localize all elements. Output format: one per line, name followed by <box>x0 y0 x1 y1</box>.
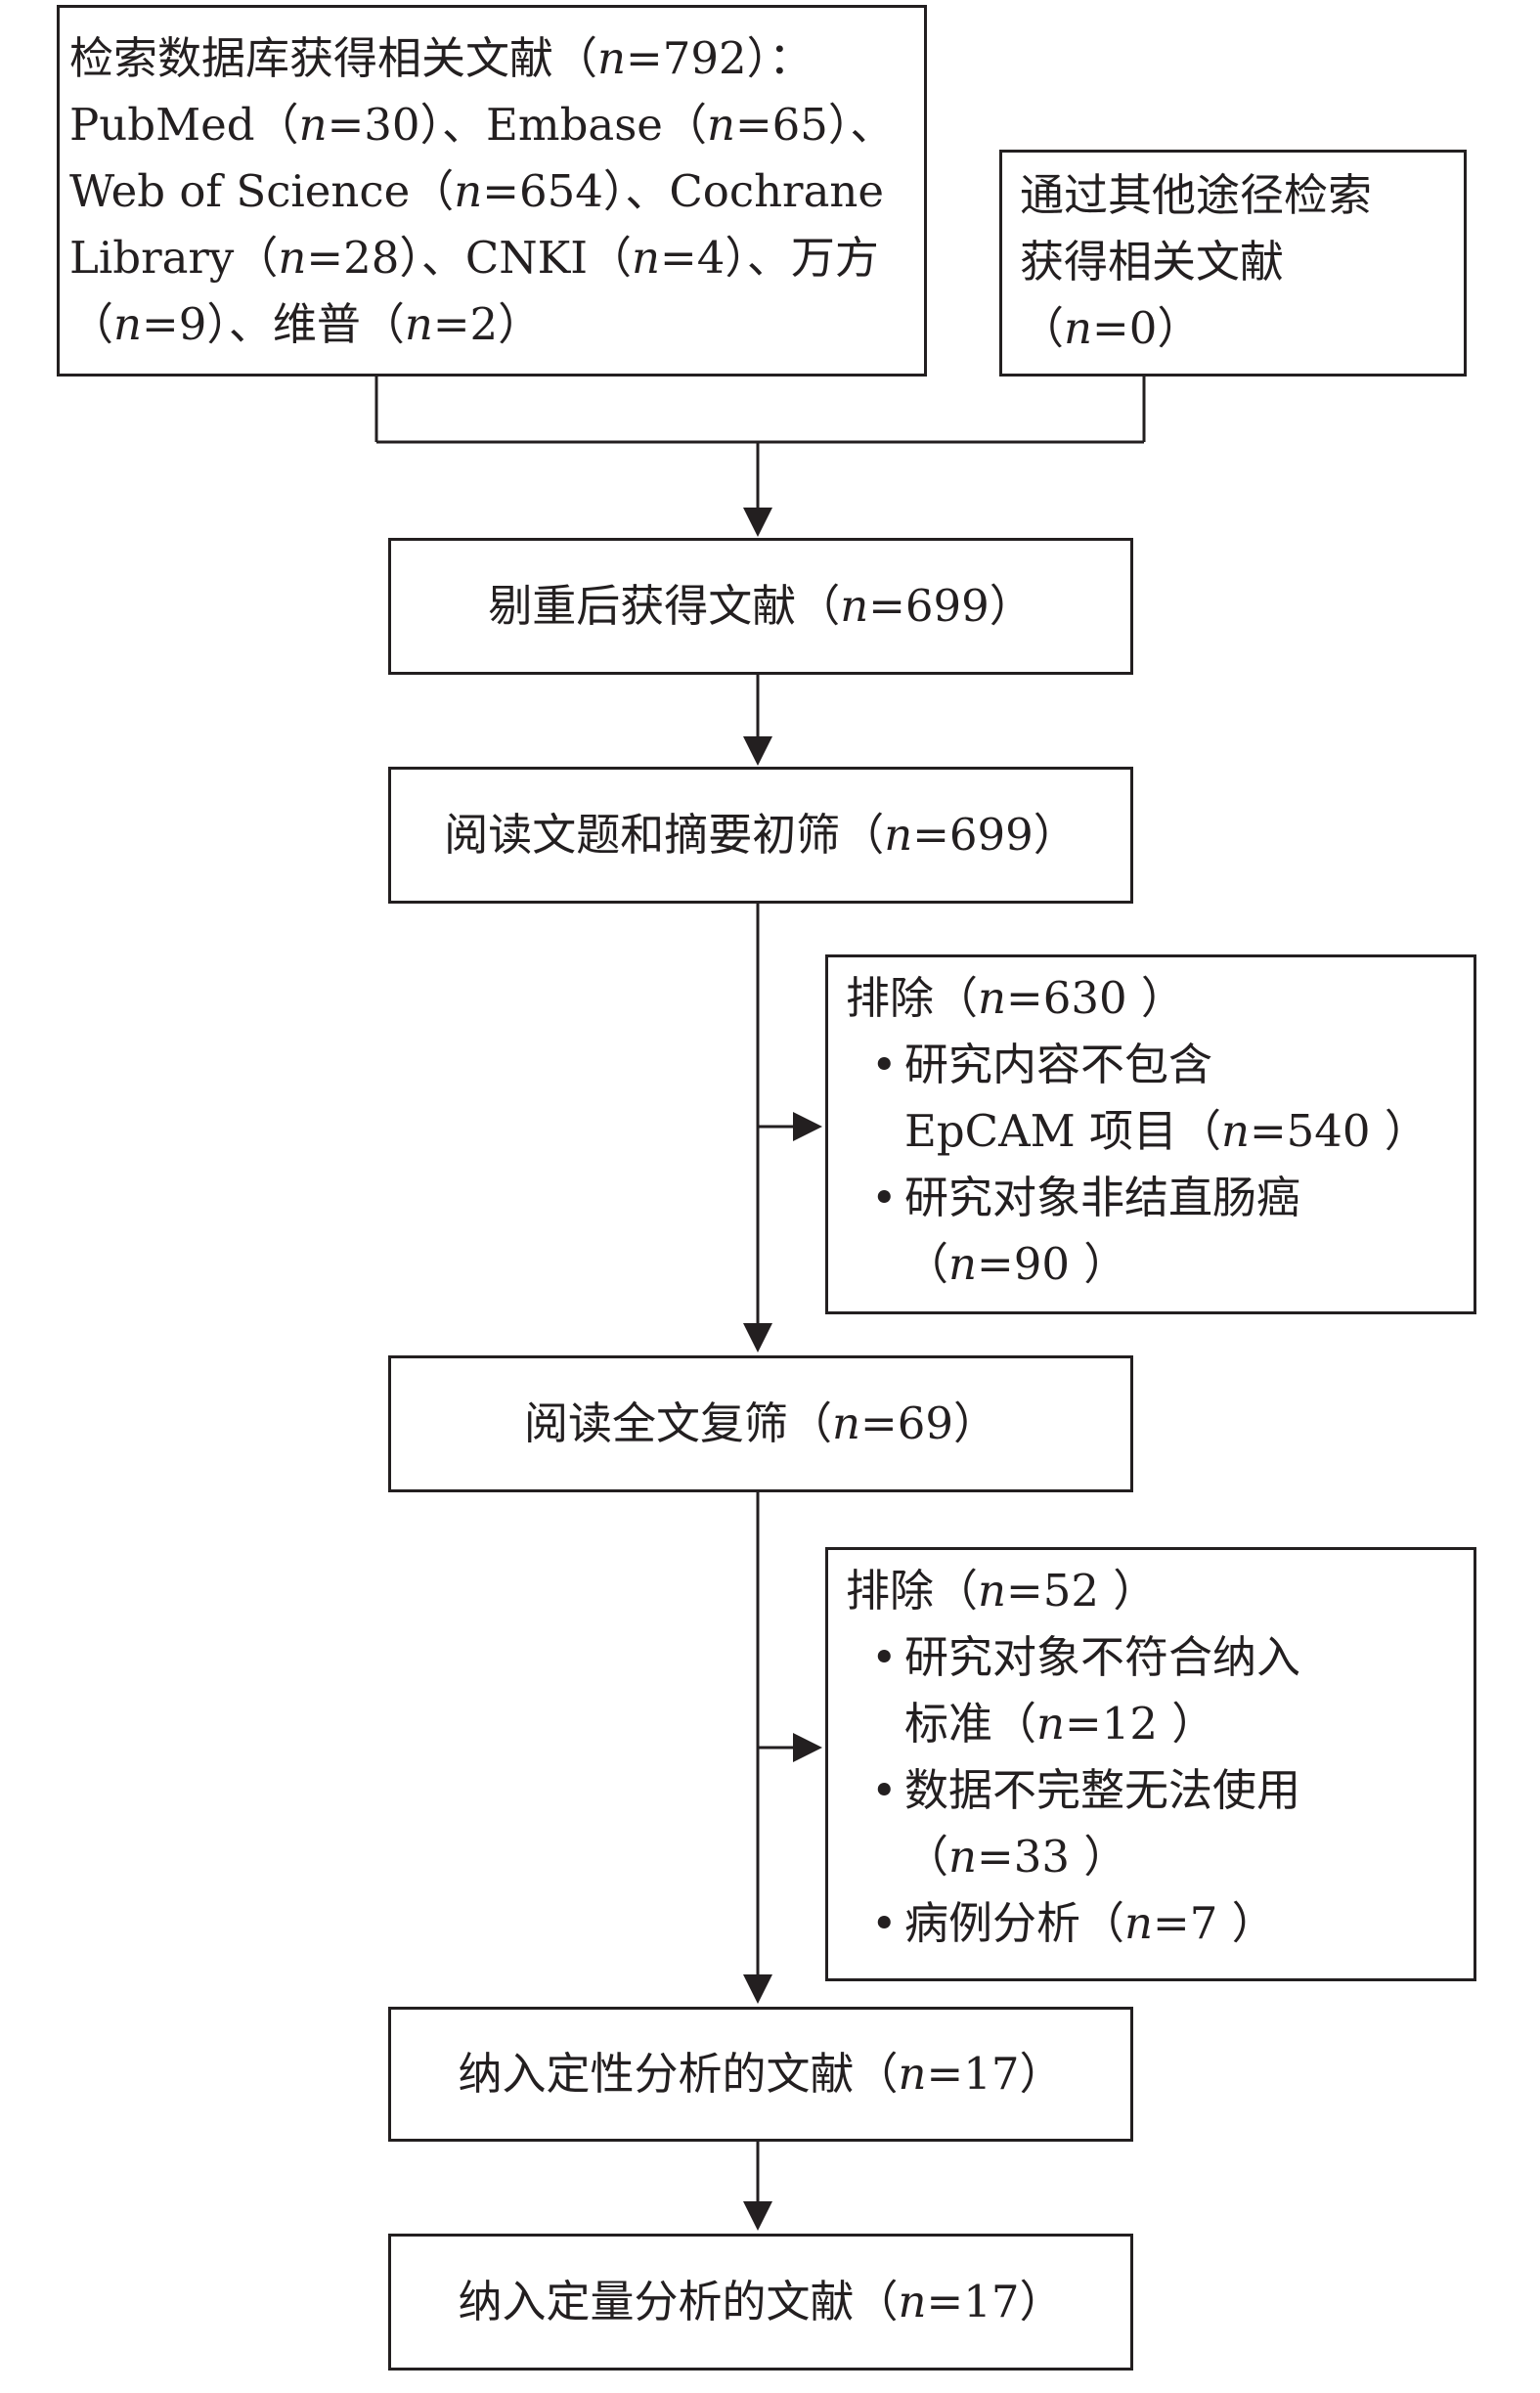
search-line-2: PubMed（n=30）、Embase（n=65）、 <box>69 99 895 151</box>
exclusion-2-item-1-cont: 标准（n=12 ） <box>904 1698 1216 1750</box>
exclusion-2-header: 排除（n=52 ） <box>846 1565 1158 1617</box>
dedup-text: 剔重后获得文献（n=699） <box>488 580 1034 632</box>
quantitative-text: 纳入定量分析的文献（n=17） <box>458 2276 1064 2327</box>
search-line-4: Library（n=28）、CNKI（n=4）、万方 <box>69 232 879 284</box>
exclusion-1-item-2: • 研究对象非结直肠癌 <box>846 1165 1474 1231</box>
exclusion-1-item-1: • 研究内容不包含 <box>846 1032 1474 1098</box>
other-sources-box: 通过其他途径检索 获得相关文献 （n=0） <box>999 150 1467 377</box>
bullet-icon: • <box>871 1039 898 1090</box>
exclusion-2-item-2-cont: （n=33 ） <box>904 1831 1128 1883</box>
quantitative-analysis-box: 纳入定量分析的文献（n=17） <box>388 2234 1133 2371</box>
bullet-icon: • <box>871 1172 898 1223</box>
bullet-icon: • <box>871 1631 898 1683</box>
screen-text: 阅读文题和摘要初筛（n=699） <box>444 809 1078 861</box>
qualitative-analysis-box: 纳入定性分析的文献（n=17） <box>388 2007 1133 2142</box>
other-line-1: 通过其他途径检索 <box>1020 169 1373 221</box>
search-databases-box: 检索数据库获得相关文献（n=792）： PubMed（n=30）、Embase（… <box>57 5 927 377</box>
qualitative-text: 纳入定性分析的文献（n=17） <box>458 2048 1064 2100</box>
other-line-2: 获得相关文献 <box>1020 236 1285 288</box>
bullet-icon: • <box>871 1764 898 1816</box>
fulltext-text: 阅读全文复筛（n=69） <box>524 1397 997 1449</box>
search-line-3: Web of Science（n=654）、Cochrane <box>69 165 885 217</box>
bullet-icon: • <box>871 1897 898 1949</box>
fulltext-screen-box: 阅读全文复筛（n=69） <box>388 1355 1133 1492</box>
exclusion-1-item-1-cont: EpCAM 项目（n=540 ） <box>904 1105 1429 1157</box>
search-line-5: （n=9）、维普（n=2） <box>69 298 543 350</box>
exclusion-1-header: 排除（n=630 ） <box>846 972 1185 1024</box>
search-line-1: 检索数据库获得相关文献（n=792）： <box>69 32 814 84</box>
exclusion-box-2: 排除（n=52 ） • 研究对象不符合纳入 标准（n=12 ） • 数据不完整无… <box>825 1547 1476 1981</box>
exclusion-1-item-2-cont: （n=90 ） <box>904 1238 1128 1290</box>
exclusion-2-item-3: • 病例分析（n=7 ） <box>846 1890 1474 1957</box>
other-line-3: （n=0） <box>1020 302 1202 354</box>
exclusion-box-1: 排除（n=630 ） • 研究内容不包含 EpCAM 项目（n=540 ） • … <box>825 954 1476 1314</box>
title-abstract-screen-box: 阅读文题和摘要初筛（n=699） <box>388 767 1133 904</box>
exclusion-2-item-2: • 数据不完整无法使用 <box>846 1757 1474 1824</box>
dedup-box: 剔重后获得文献（n=699） <box>388 538 1133 675</box>
exclusion-2-item-1: • 研究对象不符合纳入 <box>846 1624 1474 1691</box>
